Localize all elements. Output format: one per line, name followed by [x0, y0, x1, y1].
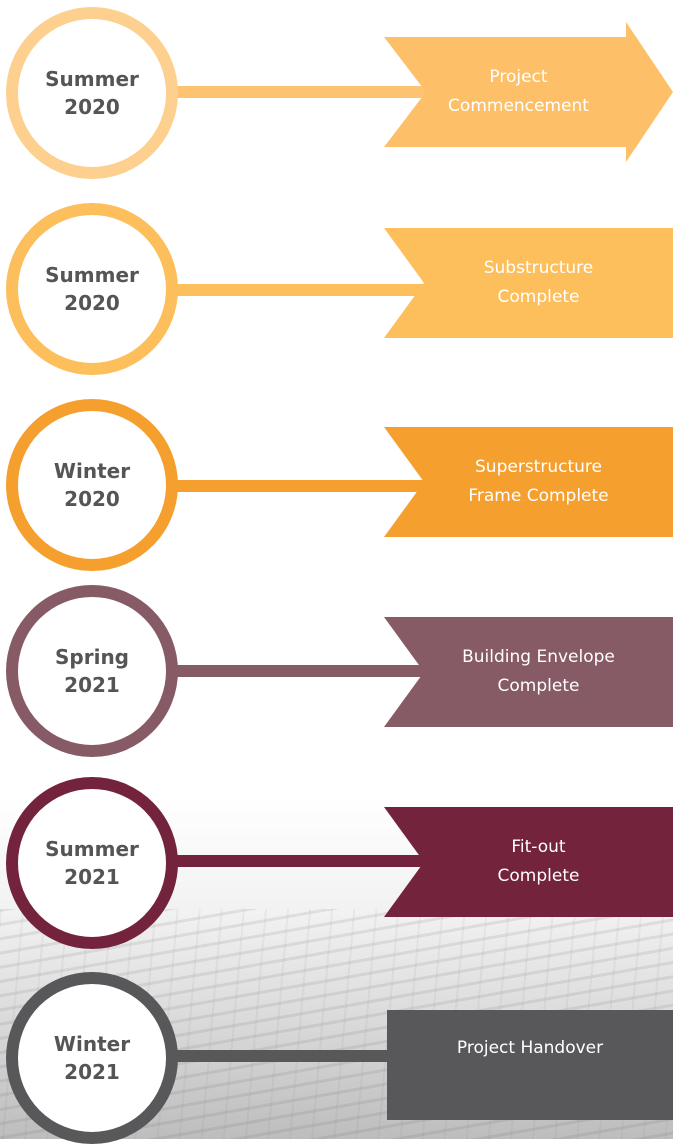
- notched-banner-shape: [384, 617, 673, 727]
- arrow-banner-shape: [384, 22, 673, 162]
- connector-line: [176, 1050, 396, 1062]
- date-season: Winter: [53, 1032, 131, 1056]
- banner-label-line2: Complete: [497, 287, 580, 307]
- notched-banner-shape: [384, 228, 673, 338]
- banner-label-line1: Project Handover: [456, 1038, 604, 1058]
- banner-label-line2: Frame Complete: [468, 486, 609, 506]
- notched-banner-shape: [384, 807, 673, 917]
- milestone-3: Winter 2020 Superstructure Frame Complet…: [0, 392, 673, 582]
- milestone-6: Winter 2021 Project Handover: [0, 968, 673, 1144]
- milestone-2: Summer 2020 Substructure Complete: [0, 196, 673, 386]
- date-circle: Winter 2020: [6, 399, 178, 571]
- date-season: Summer: [45, 837, 139, 861]
- milestone-banner: Building Envelope Complete: [384, 617, 673, 727]
- banner-label-line1: Substructure: [483, 258, 594, 278]
- connector-line: [176, 284, 426, 296]
- banner-label-line2: Commencement: [448, 96, 589, 116]
- date-circle: Summer 2020: [6, 203, 178, 375]
- banner-label-line1: Project: [489, 67, 548, 87]
- connector-line: [176, 855, 426, 867]
- milestone-5: Summer 2021 Fit-out Complete: [0, 775, 673, 965]
- connector-line: [176, 86, 426, 98]
- date-year: 2021: [64, 1060, 120, 1084]
- date-circle: Summer 2020: [6, 7, 178, 179]
- milestone-banner: Project Commencement: [384, 22, 673, 162]
- date-year: 2020: [64, 95, 120, 119]
- date-year: 2021: [64, 673, 120, 697]
- connector-line: [176, 665, 426, 677]
- date-season: Winter: [53, 459, 131, 483]
- date-year: 2021: [64, 865, 120, 889]
- date-circle: Summer 2021: [6, 777, 178, 949]
- banner-label-line1: Fit-out: [511, 837, 566, 857]
- milestone-4: Spring 2021 Building Envelope Complete: [0, 583, 673, 773]
- date-season: Summer: [45, 67, 139, 91]
- milestone-banner: Fit-out Complete: [384, 807, 673, 917]
- banner-label-line1: Building Envelope: [462, 647, 615, 667]
- connector-line: [176, 480, 426, 492]
- date-year: 2020: [64, 487, 120, 511]
- banner-label-line2: Complete: [497, 676, 580, 696]
- date-season: Spring: [55, 645, 129, 669]
- banner-label-line2: Complete: [497, 866, 580, 886]
- date-circle: Winter 2021: [6, 972, 178, 1144]
- date-circle: Spring 2021: [6, 585, 178, 757]
- date-season: Summer: [45, 263, 139, 287]
- date-year: 2020: [64, 291, 120, 315]
- rect-banner-shape: [387, 1010, 673, 1120]
- banner-label-line1: Superstructure: [475, 457, 602, 477]
- milestone-banner: Substructure Complete: [384, 228, 673, 338]
- milestone-banner: Project Handover: [387, 1010, 673, 1120]
- milestone-banner: Superstructure Frame Complete: [384, 427, 673, 537]
- milestone-1: Summer 2020 Project Commencement: [0, 0, 673, 185]
- notched-banner-shape: [384, 427, 673, 537]
